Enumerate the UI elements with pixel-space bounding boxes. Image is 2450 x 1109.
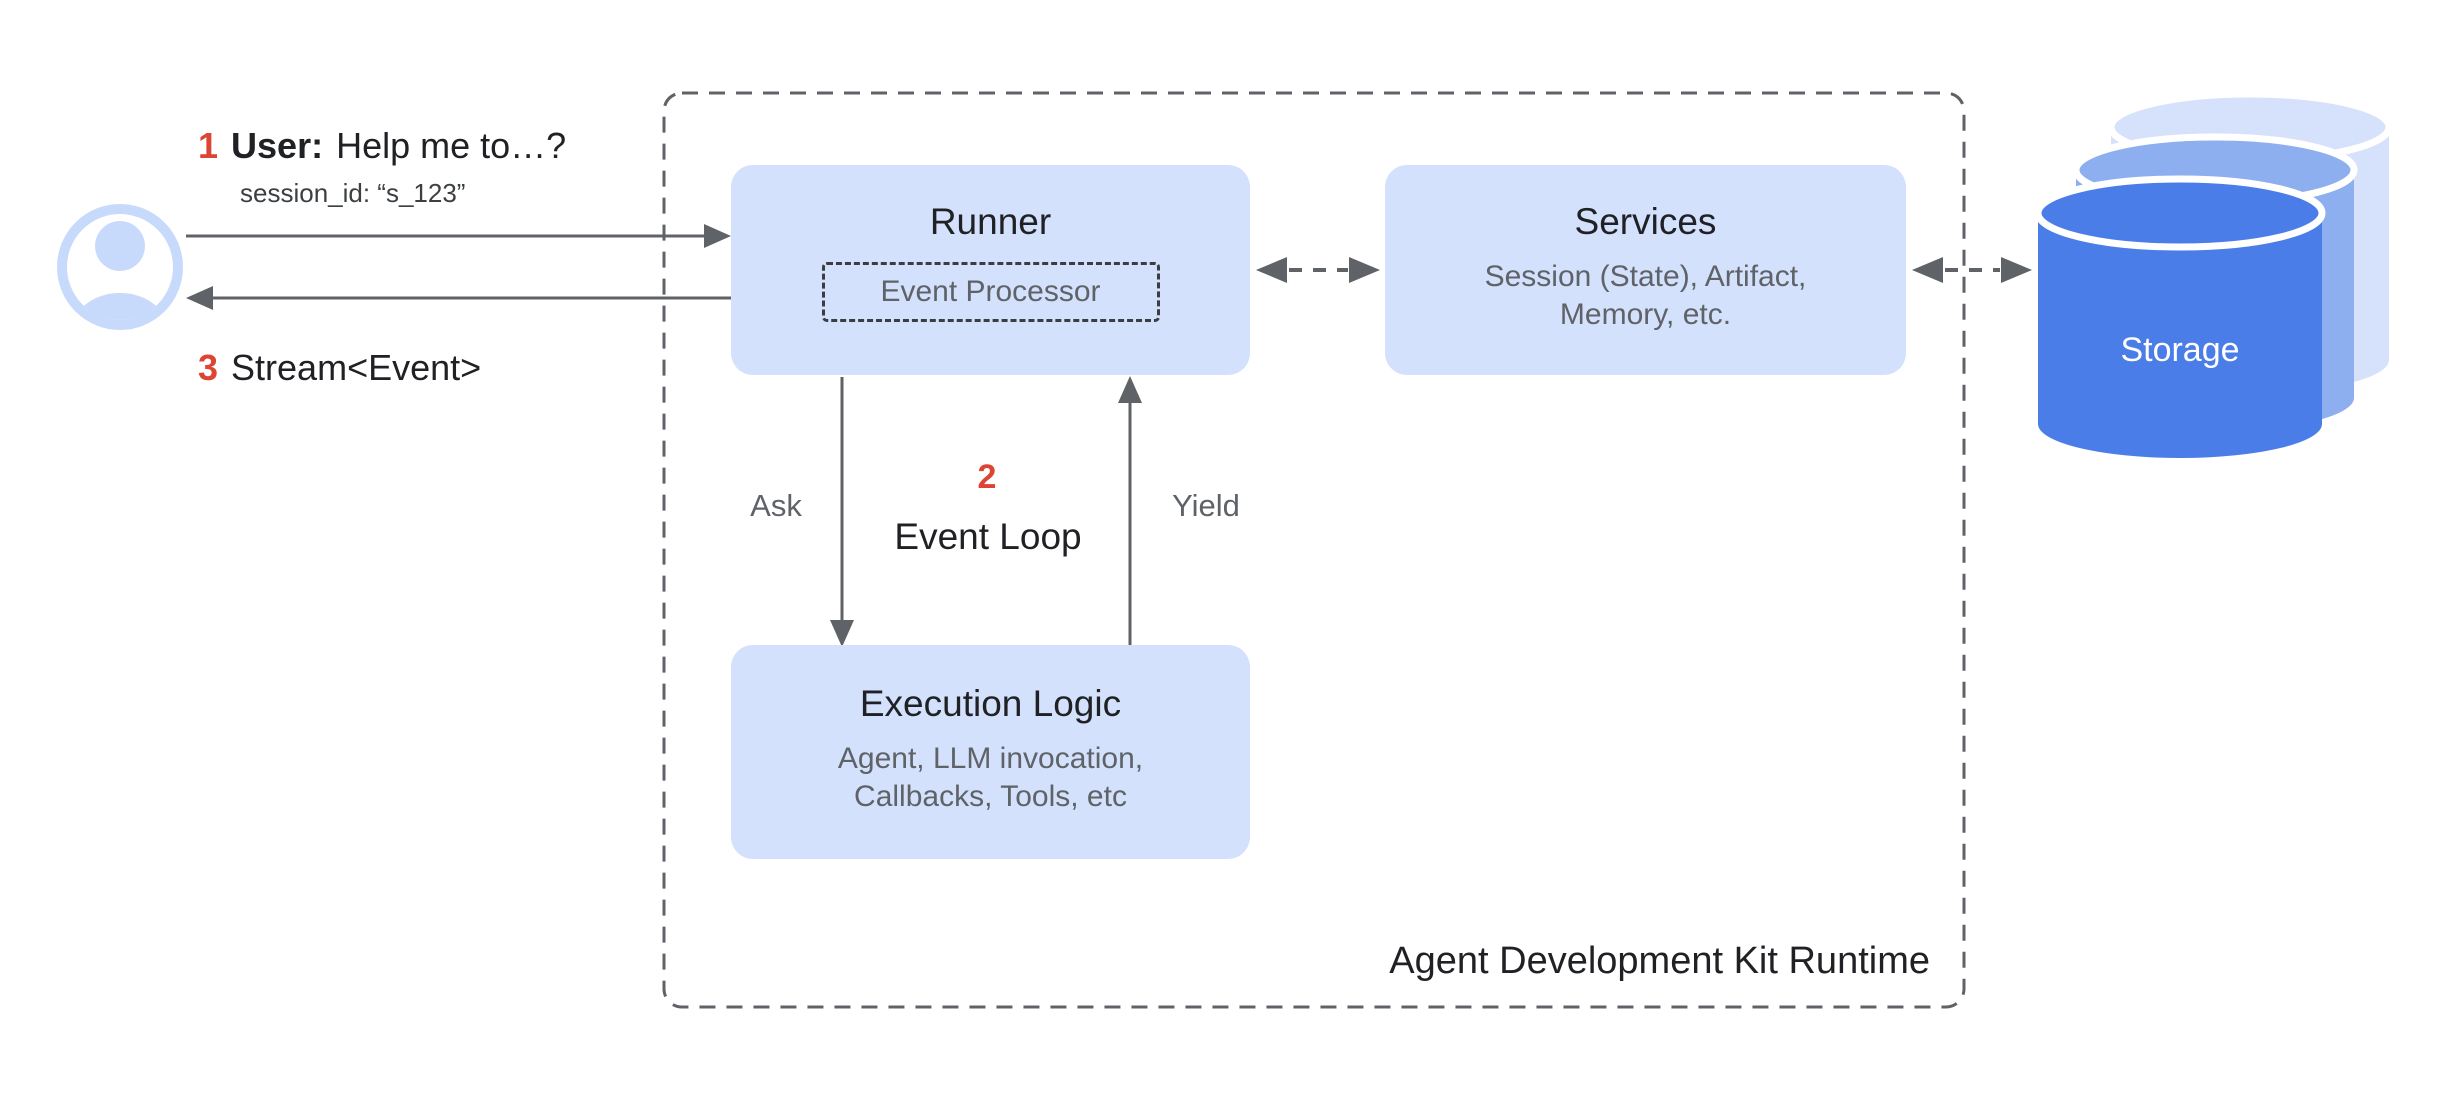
- storage-label: Storage: [2120, 331, 2240, 369]
- runtime-boundary: [662, 91, 1966, 1009]
- execution-logic-subtitle: Agent, LLM invocation, Callbacks, Tools,…: [837, 741, 1144, 813]
- services-title: Services: [1574, 201, 1717, 242]
- session-id-label: session_id: “s_123”: [240, 178, 466, 208]
- storage-icon: [2034, 90, 2393, 458]
- services-box: Services Session (State), Artifact, Memo…: [1385, 165, 1906, 375]
- execution-logic-box: Execution Logic Agent, LLM invocation, C…: [731, 645, 1250, 859]
- services-storage-arrow: [1912, 257, 2032, 283]
- execution-logic-title: Execution Logic: [859, 683, 1122, 724]
- runner-services-arrow: [1256, 257, 1380, 283]
- event-stream-label: 3 Stream<Event>: [198, 347, 481, 389]
- step-1-number: 1: [198, 125, 219, 166]
- event-processor-label: Event Processor: [880, 274, 1101, 308]
- ask-label: Ask: [750, 488, 802, 523]
- ask-arrow: [830, 377, 854, 647]
- services-subtitle: Session (State), Artifact, Memory, etc.: [1484, 259, 1807, 331]
- runtime-container-label: Agent Development Kit Runtime: [1389, 940, 1930, 982]
- user-message-text: Help me to…?: [336, 125, 567, 166]
- user-speaker-label: User:: [231, 125, 324, 166]
- event-loop-label: Event Loop: [894, 516, 1082, 557]
- stream-event-text: Stream<Event>: [231, 347, 482, 388]
- yield-label: Yield: [1172, 488, 1240, 523]
- user-avatar-icon: [57, 204, 183, 330]
- user-request-arrow: [186, 224, 731, 248]
- yield-arrow: [1118, 376, 1142, 646]
- user-request-label: 1 User: Help me to…?: [198, 125, 566, 167]
- event-processor-box: Event Processor: [821, 261, 1160, 322]
- runner-box: Runner Event Processor: [731, 165, 1250, 375]
- runner-title: Runner: [929, 201, 1052, 242]
- storage-cylinder-front: [2034, 175, 2326, 458]
- event-stream-arrow: [186, 286, 731, 310]
- step-3-number: 3: [198, 347, 219, 388]
- event-loop-number: 2: [977, 458, 997, 496]
